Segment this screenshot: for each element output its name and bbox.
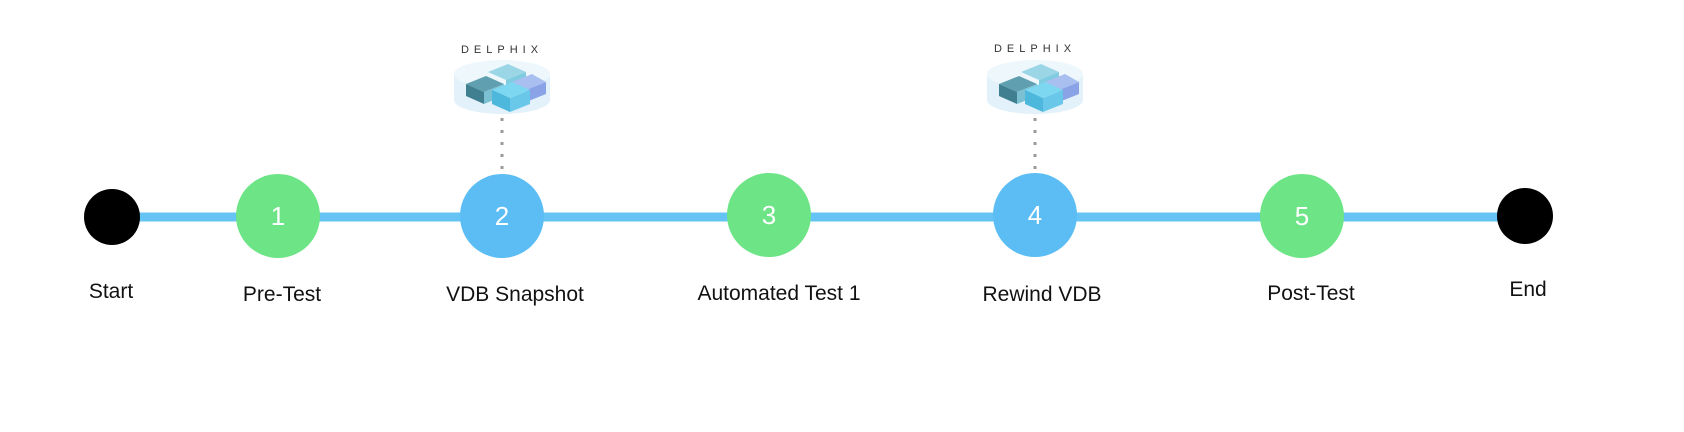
label-post-test: Post-Test (1267, 282, 1355, 305)
node-3: 3 (727, 173, 811, 257)
node-1: 1 (236, 174, 320, 258)
label-vdb-snapshot: VDB Snapshot (446, 283, 584, 306)
label-end: End (1509, 278, 1547, 301)
node-number: 5 (1295, 201, 1309, 231)
node-number: 4 (1028, 200, 1042, 230)
node-4: 4 (993, 173, 1077, 257)
node-5: 5 (1260, 174, 1344, 258)
node-end (1497, 188, 1553, 244)
node-start (84, 189, 140, 245)
label-start: Start (88, 280, 134, 303)
delphix-database-icon-2: DELPHIX (987, 43, 1083, 114)
delphix-brand-text: DELPHIX (994, 43, 1076, 55)
label-pre-test: Pre-Test (242, 283, 322, 306)
node-2: 2 (460, 174, 544, 258)
node-number: 1 (271, 201, 285, 231)
delphix-brand-text: DELPHIX (461, 44, 543, 56)
label-automated-test-1: Automated Test 1 (697, 282, 861, 305)
node-number: 3 (762, 200, 776, 230)
node-number: 2 (495, 201, 509, 231)
label-rewind-vdb: Rewind VDB (982, 283, 1102, 306)
delphix-database-icon-1: DELPHIX (454, 44, 550, 114)
